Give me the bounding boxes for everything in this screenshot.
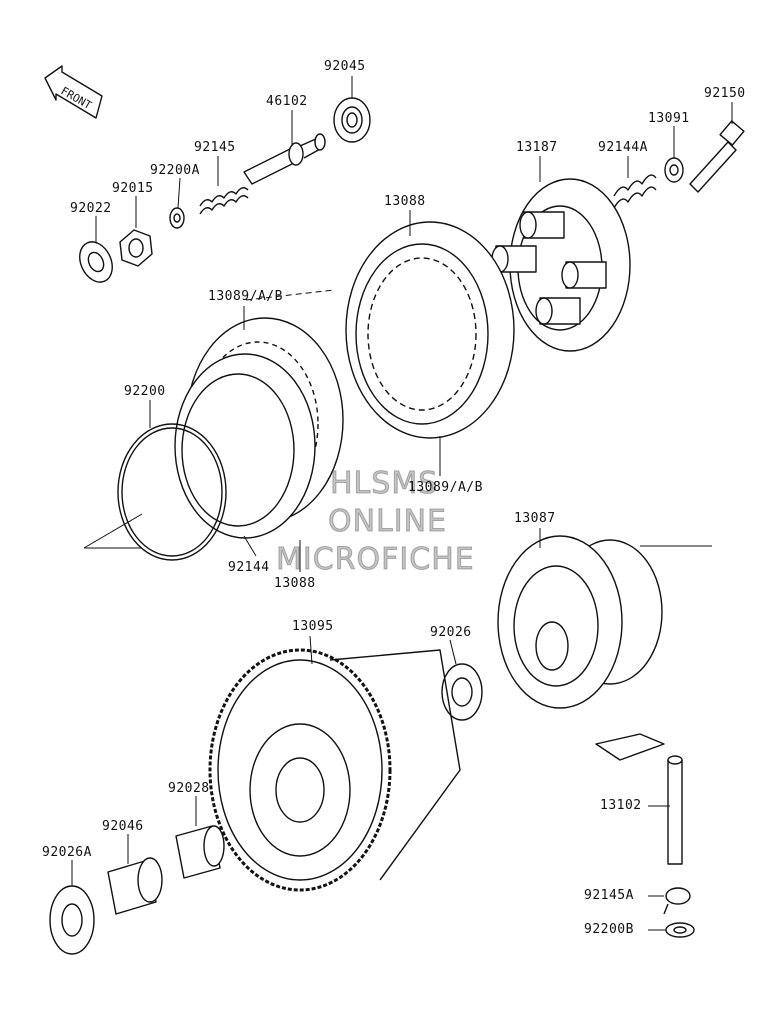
- label-92200a: 92200A: [150, 163, 200, 178]
- label-92145: 92145: [194, 140, 236, 155]
- label-92145a: 92145A: [584, 888, 634, 903]
- release-shaft-13102: [595, 733, 683, 865]
- label-92144: 92144: [228, 560, 270, 575]
- steel-plate-13088-top: [345, 221, 515, 439]
- bearing-92045: [333, 97, 371, 143]
- collar-13091: [664, 157, 684, 183]
- steel-plate-13088-bottom: [174, 353, 316, 539]
- label-13089-mid: 13089/A/B: [408, 480, 483, 495]
- label-92200: 92200: [124, 384, 166, 399]
- washer-92200b: [665, 922, 695, 938]
- pushrod-46102: [243, 133, 326, 185]
- label-92144a: 92144A: [598, 140, 648, 155]
- collar-92028: [175, 825, 225, 879]
- bolt-92150: [689, 120, 745, 193]
- label-92150: 92150: [704, 86, 746, 101]
- label-13091: 13091: [648, 111, 690, 126]
- watermark-line-1: HLSMS: [329, 466, 439, 502]
- label-92028: 92028: [168, 781, 210, 796]
- nut-92015: [119, 229, 153, 267]
- washer-92026: [441, 663, 483, 721]
- label-13187: 13187: [516, 140, 558, 155]
- label-92026a: 92026A: [42, 845, 92, 860]
- watermark-line-3: MICROFICHE: [276, 542, 475, 578]
- front-arrow-icon: FRONT: [44, 65, 103, 119]
- label-92200b: 92200B: [584, 922, 634, 937]
- washer-92026a: [49, 885, 95, 955]
- label-92015: 92015: [112, 181, 154, 196]
- spring-92145a: [663, 887, 691, 915]
- label-46102: 46102: [266, 94, 308, 109]
- label-13102: 13102: [600, 798, 642, 813]
- label-92022: 92022: [70, 201, 112, 216]
- label-13089-top: 13089/A/B: [208, 289, 283, 304]
- label-92045: 92045: [324, 59, 366, 74]
- spring-92145: [199, 187, 249, 215]
- wire-ring-92200: [117, 423, 227, 561]
- needle-bearing-92046: [107, 857, 163, 915]
- clutch-hub-13087: [497, 535, 663, 709]
- pressure-plate-13187: [491, 178, 631, 352]
- spring-92144a: [613, 174, 657, 209]
- washer-92022: [79, 241, 113, 283]
- label-13095: 13095: [292, 619, 334, 634]
- label-13088-top: 13088: [384, 194, 426, 209]
- leader-lines: [71, 76, 733, 931]
- watermark-line-2: ONLINE: [327, 504, 448, 540]
- label-92046: 92046: [102, 819, 144, 834]
- label-13088-bottom: 13088: [274, 576, 316, 591]
- label-13087: 13087: [514, 511, 556, 526]
- washer-92200a: [169, 207, 185, 229]
- label-92026: 92026: [430, 625, 472, 640]
- clutch-housing-13095: [208, 648, 461, 892]
